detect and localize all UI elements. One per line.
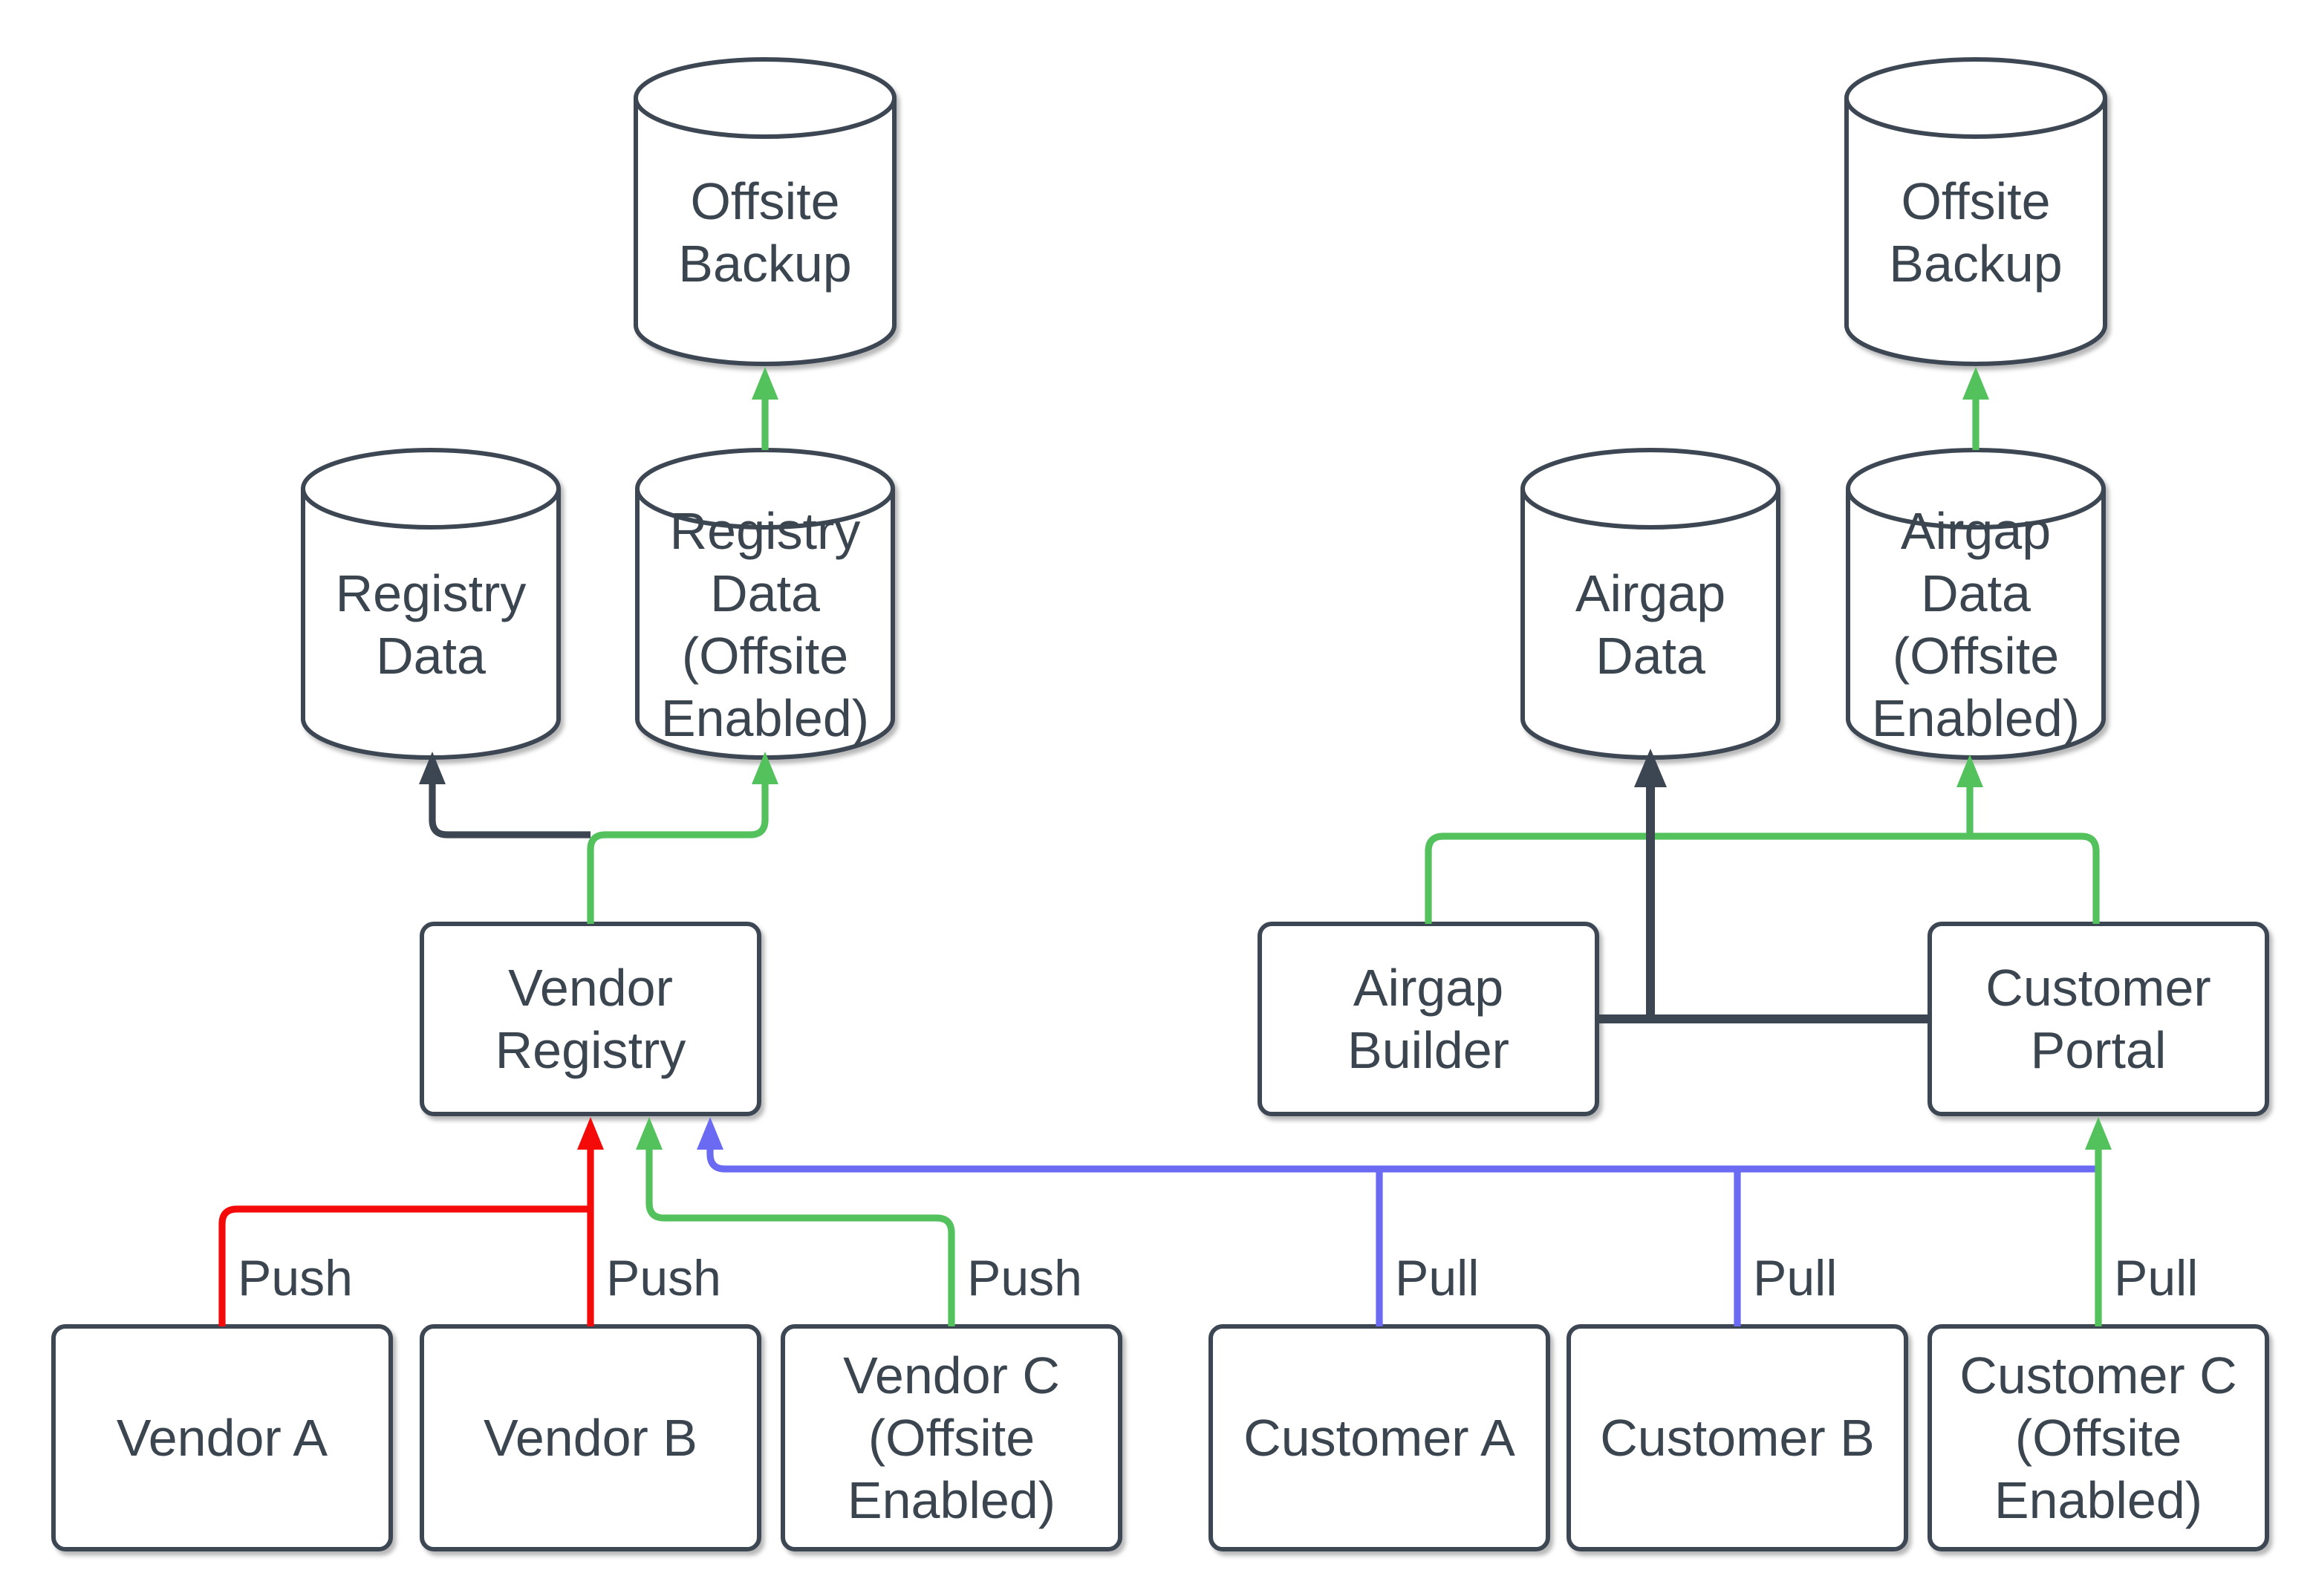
- edge-offsite-data-to-backup-left-arrowhead-0: [752, 367, 778, 400]
- node-airgap-data-offsite-label-line-2: (Offsite: [1893, 627, 2059, 685]
- node-customer-c-label-line-1: (Offsite: [2015, 1409, 2182, 1467]
- node-airgap-data-label-line-0: Airgap: [1575, 564, 1725, 622]
- node-registry-data-offsite-label-line-3: Enabled): [661, 689, 869, 747]
- flow-label-pull-4: Pull: [1753, 1250, 1837, 1306]
- node-registry-data-offsite-label-line-1: Data: [710, 564, 820, 622]
- node-customer-b-label-line-0: Customer B: [1600, 1409, 1875, 1467]
- node-vendor-c-label-line-1: (Offsite: [868, 1409, 1035, 1467]
- node-airgap-data-label-line-1: Data: [1595, 627, 1705, 685]
- node-vendor-c-label-line-0: Vendor C: [843, 1346, 1060, 1404]
- node-airgap-data-cylinder: [1520, 448, 1780, 760]
- node-registry-data-label-line-1: Data: [376, 627, 486, 685]
- node-airgap-data-offsite-label-line-1: Data: [1921, 564, 2031, 622]
- edge-airgap-offsite-to-backup-right-arrowhead-0: [1962, 367, 1989, 400]
- edge-registry-to-registry-data: [429, 778, 591, 838]
- edge-registry-to-offsite-data: [587, 778, 769, 924]
- node-offsite-backup-left-label-line-0: Offsite: [690, 172, 839, 230]
- node-customer-portal-label-line-0: Customer: [1985, 959, 2210, 1017]
- node-airgap-builder-label-line-0: Airgap: [1353, 959, 1503, 1017]
- flow-label-pull-3: Pull: [1395, 1250, 1479, 1306]
- node-offsite-backup-right-label-line-0: Offsite: [1901, 172, 2050, 230]
- node-registry-data-label-line-0: Registry: [336, 564, 527, 622]
- node-customer-portal-label-line-1: Portal: [2031, 1021, 2167, 1079]
- edges-layer: [218, 367, 2112, 1326]
- edge-builder-to-airgap-data-arrowhead-0: [1634, 749, 1667, 787]
- node-vendor-registry-label-line-1: Registry: [495, 1021, 686, 1079]
- node-registry-data-offsite-cylinder: [635, 448, 895, 760]
- node-customer-c-label-line-0: Customer C: [1959, 1346, 2236, 1404]
- node-vendor-registry: [420, 922, 761, 1116]
- node-airgap-builder-label-line-1: Builder: [1347, 1021, 1509, 1079]
- node-offsite-backup-left-label-line-1: Backup: [678, 235, 851, 293]
- node-offsite-backup-right-label-line-1: Backup: [1889, 235, 2062, 293]
- node-airgap-data-offsite-label-line-0: Airgap: [1901, 502, 2051, 560]
- labels-layer: OffsiteBackupRegistryDataRegistryData(Of…: [117, 172, 2237, 1529]
- node-vendor-registry-label-line-0: Vendor: [508, 959, 673, 1017]
- node-airgap-builder: [1258, 922, 1599, 1116]
- edge-vendor-b-push-arrowhead-0: [577, 1117, 604, 1150]
- edge-customers-pull-main: [706, 1144, 2098, 1173]
- node-vendor-c-label-line-2: Enabled): [848, 1471, 1055, 1529]
- flow-label-push-2: Push: [967, 1250, 1082, 1306]
- edge-customers-pull-main-arrowhead-0: [697, 1117, 723, 1150]
- edge-vendor-a-push: [218, 1205, 591, 1326]
- flow-label-pull-5: Pull: [2114, 1250, 2198, 1306]
- node-airgap-data-offsite-label-line-3: Enabled): [1872, 689, 2080, 747]
- flow-label-push-1: Push: [606, 1250, 721, 1306]
- node-vendor-b-label-line-0: Vendor B: [484, 1409, 697, 1467]
- node-offsite-backup-right-cylinder: [1844, 57, 2107, 366]
- edge-vendor-c-push-arrowhead-0: [636, 1117, 663, 1150]
- edge-customer-c-pull-arrowhead-0: [2085, 1117, 2112, 1150]
- node-vendor-a-label-line-0: Vendor A: [117, 1409, 328, 1467]
- node-customer-portal: [1928, 922, 2269, 1116]
- node-registry-data-cylinder: [301, 448, 561, 760]
- node-customer-a-label-line-0: Customer A: [1243, 1409, 1515, 1467]
- node-registry-data-offsite-label-line-2: (Offsite: [682, 627, 848, 685]
- edge-vendor-c-push: [645, 1144, 955, 1326]
- edge-registry-to-registry-data-arrowhead-0: [419, 752, 446, 784]
- node-registry-data-offsite-label-line-0: Registry: [670, 502, 861, 560]
- flow-label-push-0: Push: [238, 1250, 353, 1306]
- nodes-layer: [51, 57, 2269, 1551]
- node-offsite-backup-left-cylinder: [634, 57, 897, 366]
- edge-portal-to-airgap-offsite-arrowhead-0: [1956, 755, 1983, 787]
- edge-registry-to-offsite-data-arrowhead-0: [752, 752, 778, 784]
- node-customer-c-label-line-2: Enabled): [1994, 1471, 2202, 1529]
- edge-portal-builder-link: [1425, 833, 2100, 924]
